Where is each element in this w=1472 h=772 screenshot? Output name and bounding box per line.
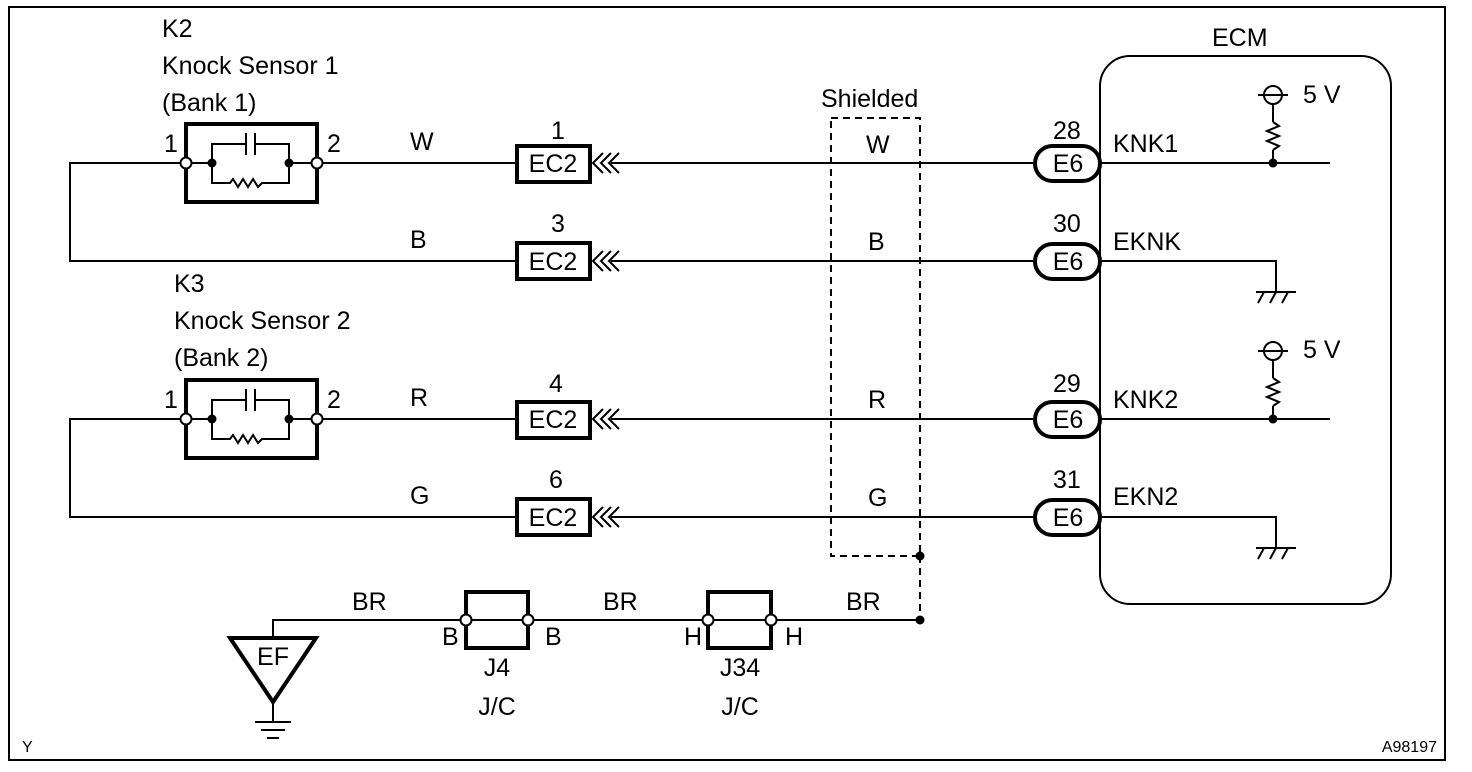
signal-knk1: KNK1 <box>1113 130 1178 158</box>
corner-left-label: Y <box>22 739 33 756</box>
wire-color-b-right: B <box>868 228 885 256</box>
figure-code: A98197 <box>1382 739 1437 756</box>
br-wire-3: BR <box>846 588 881 616</box>
wire-color-w-left: W <box>410 128 434 156</box>
ec2-label-1: EC2 <box>529 150 578 178</box>
k3-bank: (Bank 2) <box>174 344 268 372</box>
knock-sensor-2: K3 Knock Sensor 2 (Bank 2) 1 2 <box>164 270 351 460</box>
j4-type: J/C <box>478 693 516 721</box>
k2-bank: (Bank 1) <box>162 89 256 117</box>
ec2-connector-4 <box>515 400 592 440</box>
k2-code: K2 <box>162 15 193 43</box>
wire-row-eknk: B 3 EC2 B 30 E6 EKNK <box>410 210 1296 304</box>
wire-color-r-left: R <box>410 384 428 412</box>
k3-return-wire <box>69 418 516 518</box>
signal-knk2: KNK2 <box>1113 386 1178 414</box>
j4-name: J4 <box>484 654 511 682</box>
k3-code: K3 <box>174 270 205 298</box>
wire-color-r-right: R <box>868 386 886 414</box>
supply-5v-1-label: 5 V <box>1303 81 1341 109</box>
e6-label-28: E6 <box>1053 150 1084 178</box>
ec2-pin-4: 4 <box>549 370 563 398</box>
e6-label-31: E6 <box>1053 504 1084 532</box>
e6-pin-28: 28 <box>1053 117 1081 145</box>
ground-circuit: EF BR B B J4 J/C BR H H J34 J/C BR <box>226 588 920 739</box>
k2-pin2: 2 <box>327 130 341 158</box>
e6-pin-29: 29 <box>1053 370 1081 398</box>
signal-eknk: EKNK <box>1113 228 1181 256</box>
shield-box <box>830 117 921 557</box>
supply-5v-2-label: 5 V <box>1303 336 1341 364</box>
j34-name: J34 <box>720 654 760 682</box>
ec2-pin-3: 3 <box>551 210 565 238</box>
wire-color-g-right: G <box>868 484 887 512</box>
wire-row-knk2: R 4 EC2 R 29 E6 KNK2 <box>410 370 1330 440</box>
j4-right-pin: B <box>545 623 562 651</box>
signal-ekn2: EKN2 <box>1113 483 1178 511</box>
k2-pin1: 1 <box>164 130 178 158</box>
e6-pin-30: 30 <box>1053 210 1081 238</box>
ecm: ECM 5 V 5 V <box>1099 24 1392 605</box>
shielded-label: Shielded <box>821 85 918 113</box>
e6-label-29: E6 <box>1053 406 1084 434</box>
ecm-box <box>1099 55 1392 605</box>
ecm-label: ECM <box>1212 24 1268 52</box>
j34-right-pin: H <box>785 623 803 651</box>
k2-name: Knock Sensor 1 <box>162 52 339 80</box>
wire-color-b-left: B <box>410 226 427 254</box>
wire-color-g-left: G <box>410 482 429 510</box>
diagram-frame <box>8 6 1446 761</box>
shield: Shielded <box>821 85 925 625</box>
ec2-connector-1 <box>515 144 592 184</box>
j4-left-pin: B <box>442 623 459 651</box>
ec2-label-3: EC2 <box>529 248 578 276</box>
br-wire-2: BR <box>603 588 638 616</box>
k3-pin2: 2 <box>327 386 341 414</box>
wire-color-w-right: W <box>866 131 890 159</box>
wire-row-ekn2: G 6 EC2 G 31 E6 EKN2 <box>410 466 1296 560</box>
ec2-connector-6 <box>515 497 592 537</box>
ec2-label-4: EC2 <box>529 406 578 434</box>
k3-name: Knock Sensor 2 <box>174 307 351 335</box>
k2-return-wire <box>69 162 516 262</box>
j34-type: J/C <box>721 693 759 721</box>
knock-sensor-1: K2 Knock Sensor 1 (Bank 1) 1 2 <box>162 15 341 204</box>
br-wire-1: BR <box>352 588 387 616</box>
ef-label: EF <box>257 643 289 671</box>
ec2-pin-1: 1 <box>551 117 565 145</box>
e6-pin-31: 31 <box>1053 466 1081 494</box>
j34-left-pin: H <box>684 623 702 651</box>
k3-pin1: 1 <box>164 386 178 414</box>
ec2-label-6: EC2 <box>529 504 578 532</box>
e6-label-30: E6 <box>1053 248 1084 276</box>
wire-row-knk1: W 1 EC2 W 28 E6 KNK1 <box>410 117 1330 184</box>
ec2-connector-3 <box>515 241 592 281</box>
ec2-pin-6: 6 <box>549 466 563 494</box>
